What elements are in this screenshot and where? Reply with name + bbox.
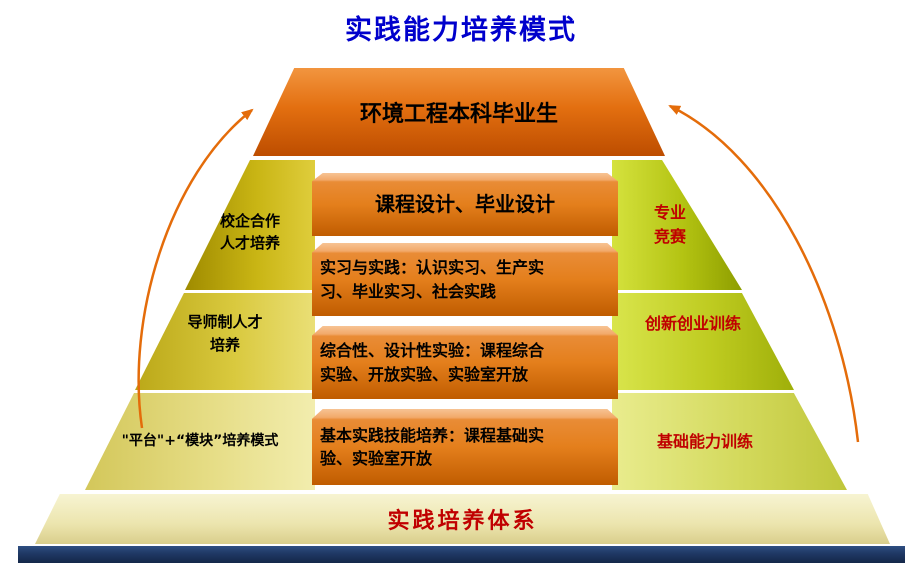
center-box-course-design: 课程设计、毕业设计 [312, 173, 618, 236]
center-box-basic-skills: 基本实践技能培养：课程基础实 验、实验室开放 [312, 409, 618, 485]
left-tier-mentor-system: 导师制人才 培养 [135, 293, 315, 390]
center-box-internship-practice: 实习与实践：认识实习、生产实 习、毕业实习、社会实践 [312, 243, 618, 316]
right-tier-basic-ability-training: 基础能力训练 [612, 393, 847, 490]
right-tier-professional-competition: 专业 竞赛 [612, 160, 742, 290]
left-tier-platform-module: "平台"+“模块”培养模式 [85, 393, 315, 490]
left-tier-school-enterprise: 校企合作 人才培养 [185, 160, 315, 290]
right-tier-innovation-training: 创新创业训练 [612, 293, 794, 390]
bottom-bar [18, 546, 905, 563]
apex-block-graduate: 环境工程本科毕业生 [253, 68, 665, 156]
diagram-title: 实践能力培养模式 [345, 15, 577, 46]
base-practice-training-system: 实践培养体系 [35, 494, 890, 544]
center-box-comprehensive-experiments: 综合性、设计性实验：课程综合 实验、开放实验、实验室开放 [312, 326, 618, 399]
